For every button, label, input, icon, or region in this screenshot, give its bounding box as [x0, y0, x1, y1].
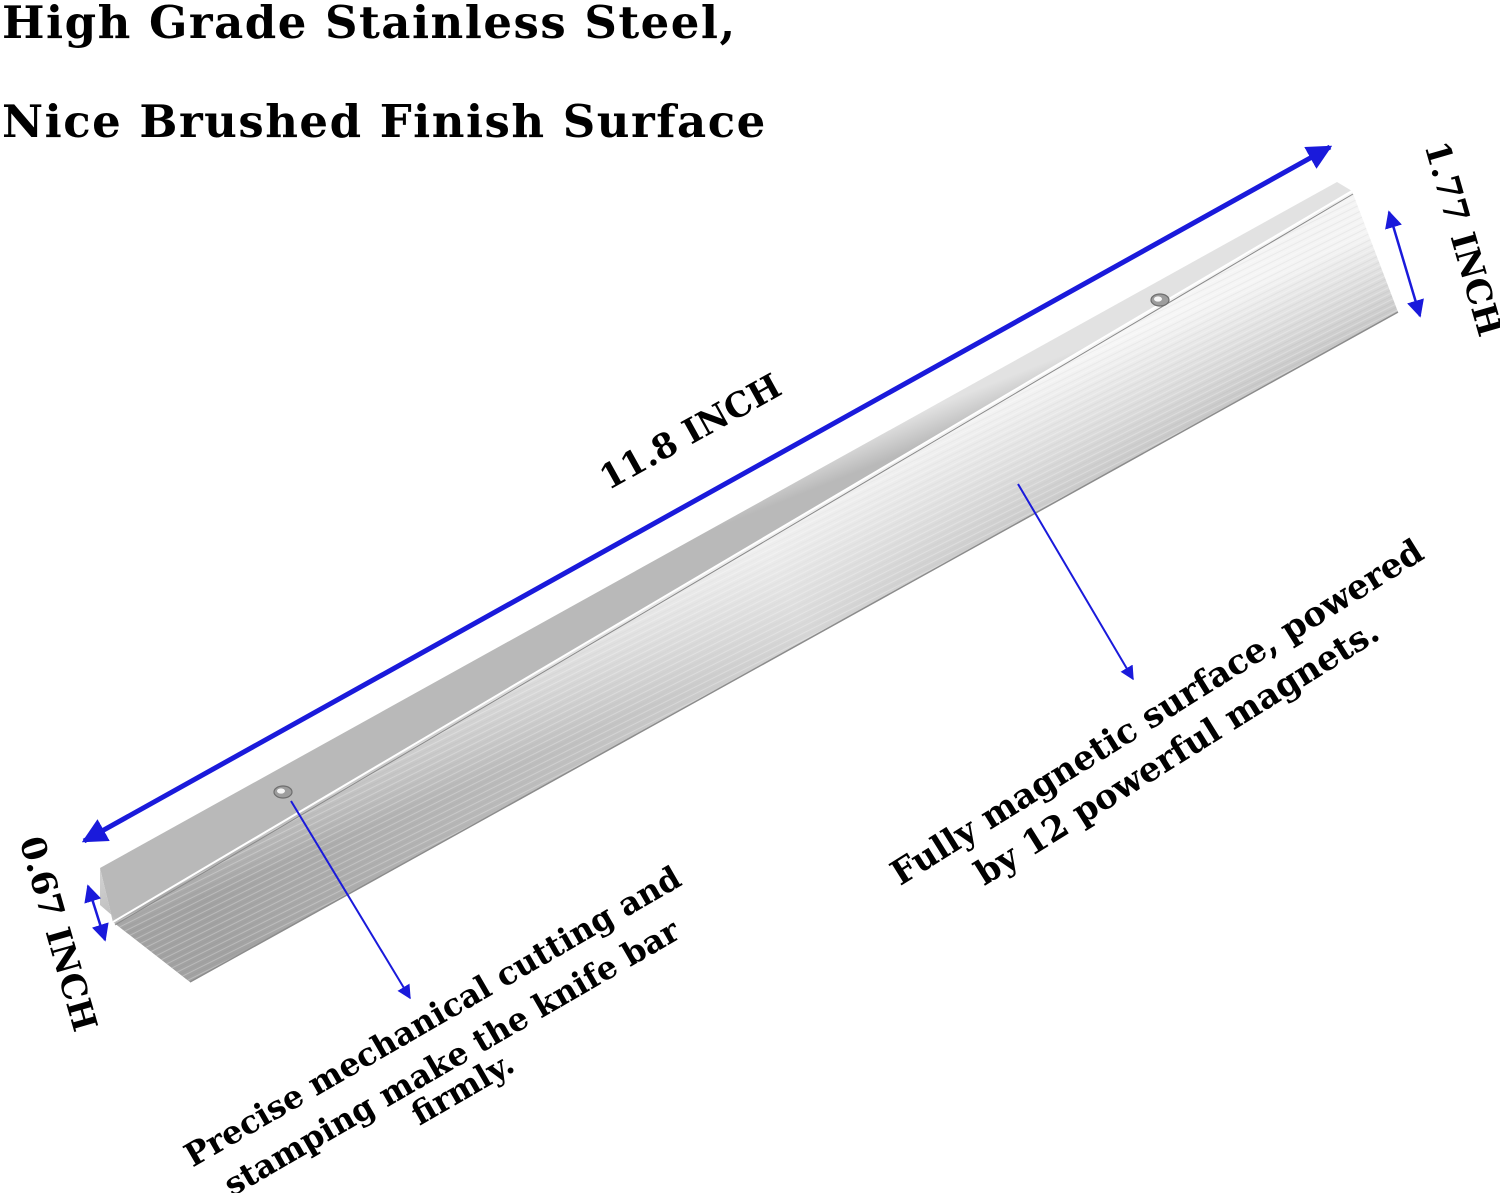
headline-line-2: Nice Brushed Finish Surface — [2, 95, 767, 148]
depth-dimension-arrow — [84, 884, 109, 942]
cutting-callout-line-2: stamping make the knife bar — [217, 911, 687, 1193]
length-label: 11.8 INCH — [593, 366, 788, 498]
magnetic-callout-line-2: by 12 powerful magnets. — [968, 612, 1387, 894]
magnetic-callout-line-1: Fully magnetic surface, powered — [884, 531, 1431, 894]
height-label: 1.77 INCH — [1416, 137, 1500, 341]
magnetic-callout-arrow — [1017, 483, 1134, 681]
knife-bar-top-face — [100, 182, 1352, 922]
screw-hole-icon — [273, 785, 293, 799]
headline-line-1: High Grade Stainless Steel, — [2, 0, 737, 49]
knife-bar-highlight — [113, 191, 1398, 982]
knife-bar-bottom-edge — [189, 311, 1399, 983]
cutting-callout-arrow — [290, 800, 411, 1000]
height-dimension-arrow — [1385, 210, 1424, 318]
depth-label: 0.67 INCH — [11, 832, 105, 1036]
length-dimension-arrow — [81, 144, 1333, 844]
screw-hole-icon — [1150, 293, 1170, 307]
knife-bar — [100, 182, 1399, 983]
